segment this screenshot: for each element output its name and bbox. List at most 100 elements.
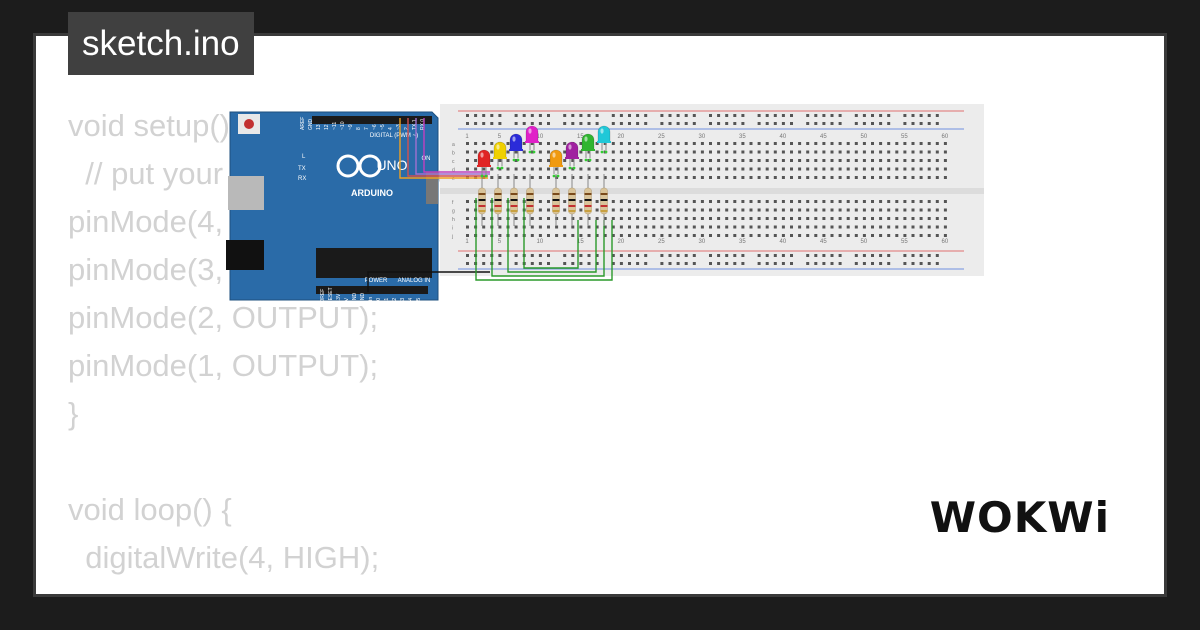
resistor-array [478, 174, 608, 226]
column-number: 35 [739, 134, 746, 140]
code-line: void loop() { [68, 492, 232, 527]
code-line: digitalWrite(3, LOW); [68, 582, 635, 594]
resistor [478, 174, 486, 226]
column-number: 30 [699, 239, 706, 245]
power-jack-icon [226, 240, 264, 270]
code-line: digitalWrite(4, HIGH); [68, 540, 380, 575]
led-icon [525, 125, 539, 154]
pin-label: ~9 [348, 124, 354, 130]
column-number: 30 [699, 134, 706, 140]
led-label-l: L [302, 154, 306, 160]
pin-label: ~3 [396, 124, 402, 130]
pin-label: GND [352, 293, 358, 305]
pin-label: ~6 [372, 124, 378, 130]
column-number: 50 [861, 239, 868, 245]
analog-label: ANALOG IN [398, 278, 431, 284]
board-brand: ARDUINO [351, 188, 393, 198]
pin-label: 8 [356, 127, 362, 130]
pin-label: 7 [364, 127, 370, 130]
column-number: 55 [901, 239, 908, 245]
pin-label: RX 0 [420, 119, 426, 130]
wokwi-logo: WOKWi [929, 493, 1110, 542]
code-line: } [68, 396, 79, 431]
digital-header [312, 116, 432, 124]
pin-label: 5V [344, 297, 350, 304]
row-letter: h [452, 217, 455, 223]
pin-label: A0 [376, 298, 382, 304]
row-letter: d [452, 168, 455, 174]
row-letter: a [452, 142, 455, 148]
row-letter: c [452, 159, 455, 165]
led-icon [597, 125, 611, 154]
resistor [600, 174, 608, 226]
pin-label: A1 [384, 298, 390, 304]
column-number: 45 [820, 239, 827, 245]
column-number: 10 [537, 134, 544, 140]
microcontroller-chip [316, 248, 432, 278]
pin-label: IOREF [320, 289, 326, 304]
preview-card: void setup() { // put your setup code he… [33, 33, 1167, 597]
code-line: pinMode(2, OUTPUT); [68, 300, 379, 335]
pin-label: A4 [408, 298, 414, 304]
column-number: 15 [577, 239, 584, 245]
led-icon [549, 149, 563, 178]
column-number: 5 [498, 134, 502, 140]
column-number: 55 [901, 134, 908, 140]
led-array [477, 125, 611, 178]
column-number: 15 [577, 134, 584, 140]
sketch-filename-tab: sketch.ino [68, 12, 254, 75]
row-letter: i [452, 226, 453, 232]
column-number: 1 [465, 134, 469, 140]
column-number: 40 [780, 134, 787, 140]
code-line: pinMode(1, OUTPUT); [68, 348, 379, 383]
led-label-tx: TX [298, 166, 306, 172]
led-icon [477, 149, 491, 178]
power-analog-header [316, 286, 428, 294]
column-number: 1 [465, 239, 469, 245]
led-icon [493, 141, 507, 170]
pin-label: ~10 [340, 121, 346, 130]
led-icon [509, 133, 523, 162]
pin-label: 2 [404, 127, 410, 130]
circuit-diagram: ARDUINO UNO DIGITAL (PWM ~) POWER ANALOG… [226, 104, 984, 305]
pin-label: A2 [392, 298, 398, 304]
resistor [494, 174, 502, 226]
pin-label: ~11 [332, 122, 338, 130]
row-letter: g [452, 209, 455, 215]
on-led-label: ON [422, 156, 431, 162]
column-number: 60 [942, 239, 949, 245]
column-number: 45 [820, 134, 827, 140]
pin-label: GND [360, 293, 366, 305]
pin-label: RESET [328, 287, 334, 304]
pin-label: TX 1 [412, 119, 418, 130]
pin-label: ~5 [380, 124, 386, 130]
led-icon [581, 133, 595, 162]
resistor [526, 174, 534, 226]
resistor [510, 174, 518, 226]
arduino-logo-icon [336, 154, 360, 178]
resistor [568, 174, 576, 226]
row-letter: b [452, 151, 455, 157]
row-letter: f [452, 200, 454, 206]
resistor [552, 174, 560, 226]
power-label: POWER [365, 278, 388, 284]
pin-label: 13 [316, 124, 322, 130]
row-letter: e [452, 176, 455, 182]
led-icon [565, 141, 579, 170]
column-number: 60 [942, 134, 949, 140]
column-number: 50 [861, 134, 868, 140]
led-label-rx: RX [298, 176, 306, 182]
arduino-uno-board: ARDUINO UNO DIGITAL (PWM ~) POWER ANALOG… [226, 111, 439, 305]
column-number: 5 [498, 239, 502, 245]
wires [367, 118, 613, 292]
pin-label: 3.3V [336, 293, 342, 304]
column-number: 35 [739, 239, 746, 245]
code-line [68, 438, 635, 486]
pin-label: 12 [324, 124, 330, 130]
pin-label: GND [308, 119, 314, 131]
column-number: 10 [537, 239, 544, 245]
